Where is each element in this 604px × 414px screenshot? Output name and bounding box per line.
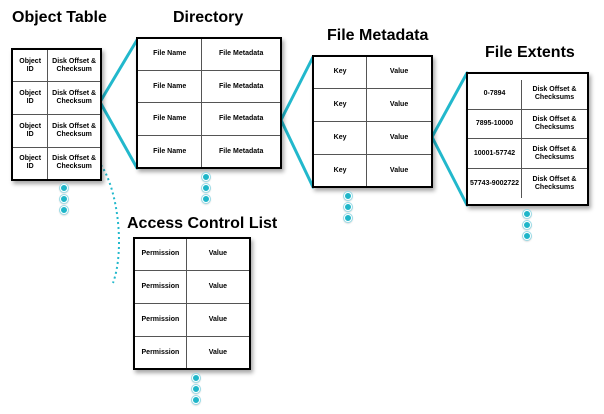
table-row: Object ID Disk Offset & Checksum (13, 81, 100, 115)
file-extents-title: File Extents (485, 44, 575, 61)
file-metadata-cell: File Metadata (201, 39, 280, 71)
object-id-cell: Object ID (13, 146, 49, 179)
range-cell: 57743-9002722 (468, 168, 523, 198)
permission-cell: Permission (135, 239, 187, 271)
ellipsis-dot-icon (192, 396, 200, 404)
ellipsis-dot-icon (344, 214, 352, 222)
connector-object-to-acl (100, 164, 120, 284)
directory-continuation-dots (201, 173, 211, 206)
ellipsis-dot-icon (202, 184, 210, 192)
file-metadata-cell: File Metadata (201, 135, 280, 167)
file-metadata-cell: File Metadata (201, 69, 280, 104)
value-cell: Value (366, 154, 431, 186)
file-name-cell: File Name (138, 39, 203, 71)
ellipsis-dot-icon (60, 184, 68, 192)
ellipsis-dot-icon (344, 203, 352, 211)
permission-cell: Permission (135, 336, 187, 368)
value-cell: Value (185, 336, 249, 368)
file-extents-table: 0-7894 Disk Offset & Checksums 7895-1000… (466, 72, 589, 206)
file-metadata-continuation-dots (343, 192, 353, 225)
ellipsis-dot-icon (344, 192, 352, 200)
table-row: Key Value (314, 120, 431, 156)
table-row: 10001-57742 Disk Offset & Checksums (468, 138, 587, 169)
object-table-title: Object Table (12, 9, 107, 26)
object-id-cell: Object ID (13, 81, 49, 115)
table-row: Permission Value (135, 239, 249, 271)
connector-directory-to-metadata-bottom (279, 118, 315, 189)
disk-offset-cell: Disk Offset & Checksums (521, 108, 587, 139)
file-name-cell: File Name (138, 135, 203, 167)
table-row: Object ID Disk Offset & Checksum (13, 146, 100, 179)
value-cell: Value (366, 57, 431, 89)
range-cell: 0-7894 (468, 80, 523, 110)
ellipsis-dot-icon (202, 173, 210, 181)
table-row: 0-7894 Disk Offset & Checksums (468, 80, 587, 110)
ellipsis-dot-icon (202, 195, 210, 203)
value-cell: Value (185, 302, 249, 338)
connector-object-to-directory-bottom (98, 100, 139, 170)
file-metadata-table: Key Value Key Value Key Value Key Value (312, 55, 433, 188)
value-cell: Value (185, 239, 249, 271)
table-row: File Name File Metadata (138, 39, 280, 71)
directory-table: File Name File Metadata File Name File M… (136, 37, 282, 169)
range-cell: 7895-10000 (468, 108, 523, 139)
directory-title: Directory (173, 9, 244, 26)
connector-metadata-to-extents-bottom (430, 135, 469, 207)
key-cell: Key (314, 120, 368, 156)
file-extents-continuation-dots (522, 210, 532, 243)
key-cell: Key (314, 57, 368, 89)
value-cell: Value (185, 269, 249, 304)
object-id-cell: Object ID (13, 50, 49, 83)
object-id-cell: Object ID (13, 113, 49, 148)
ellipsis-dot-icon (523, 232, 531, 240)
ellipsis-dot-icon (192, 374, 200, 382)
range-cell: 10001-57742 (468, 138, 523, 169)
disk-offset-cell: Disk Offset & Checksum (47, 113, 100, 148)
file-metadata-title: File Metadata (327, 27, 429, 44)
disk-offset-cell: Disk Offset & Checksum (47, 146, 100, 179)
table-row: 57743-9002722 Disk Offset & Checksums (468, 168, 587, 198)
disk-offset-cell: Disk Offset & Checksum (47, 50, 100, 83)
access-control-list-title: Access Control List (127, 215, 278, 232)
file-name-cell: File Name (138, 102, 203, 137)
connector-directory-to-metadata-top (279, 55, 315, 122)
connector-object-to-directory-top (98, 38, 139, 104)
table-row: File Name File Metadata (138, 102, 280, 137)
permission-cell: Permission (135, 269, 187, 304)
table-row: Key Value (314, 57, 431, 89)
object-table-continuation-dots (59, 184, 69, 217)
file-name-cell: File Name (138, 69, 203, 104)
table-row: Key Value (314, 154, 431, 186)
ellipsis-dot-icon (523, 221, 531, 229)
table-row: Key Value (314, 87, 431, 122)
ellipsis-dot-icon (60, 206, 68, 214)
disk-offset-cell: Disk Offset & Checksums (521, 168, 587, 198)
table-row: File Name File Metadata (138, 69, 280, 104)
table-row: 7895-10000 Disk Offset & Checksums (468, 108, 587, 139)
table-row: Permission Value (135, 302, 249, 338)
table-row: Object ID Disk Offset & Checksum (13, 50, 100, 83)
key-cell: Key (314, 87, 368, 122)
table-row: Permission Value (135, 269, 249, 304)
ellipsis-dot-icon (192, 385, 200, 393)
disk-offset-cell: Disk Offset & Checksums (521, 138, 587, 169)
value-cell: Value (366, 120, 431, 156)
table-row: File Name File Metadata (138, 135, 280, 167)
table-row: Permission Value (135, 336, 249, 368)
permission-cell: Permission (135, 302, 187, 338)
key-cell: Key (314, 154, 368, 186)
file-metadata-cell: File Metadata (201, 102, 280, 137)
ellipsis-dot-icon (523, 210, 531, 218)
disk-offset-cell: Disk Offset & Checksums (521, 80, 587, 110)
disk-offset-cell: Disk Offset & Checksum (47, 81, 100, 115)
access-control-list-table: Permission Value Permission Value Permis… (133, 237, 251, 370)
access-control-list-continuation-dots (191, 374, 201, 407)
connector-metadata-to-extents-top (430, 71, 469, 139)
value-cell: Value (366, 87, 431, 122)
table-row: Object ID Disk Offset & Checksum (13, 113, 100, 148)
object-table: Object ID Disk Offset & Checksum Object … (11, 48, 102, 181)
ellipsis-dot-icon (60, 195, 68, 203)
